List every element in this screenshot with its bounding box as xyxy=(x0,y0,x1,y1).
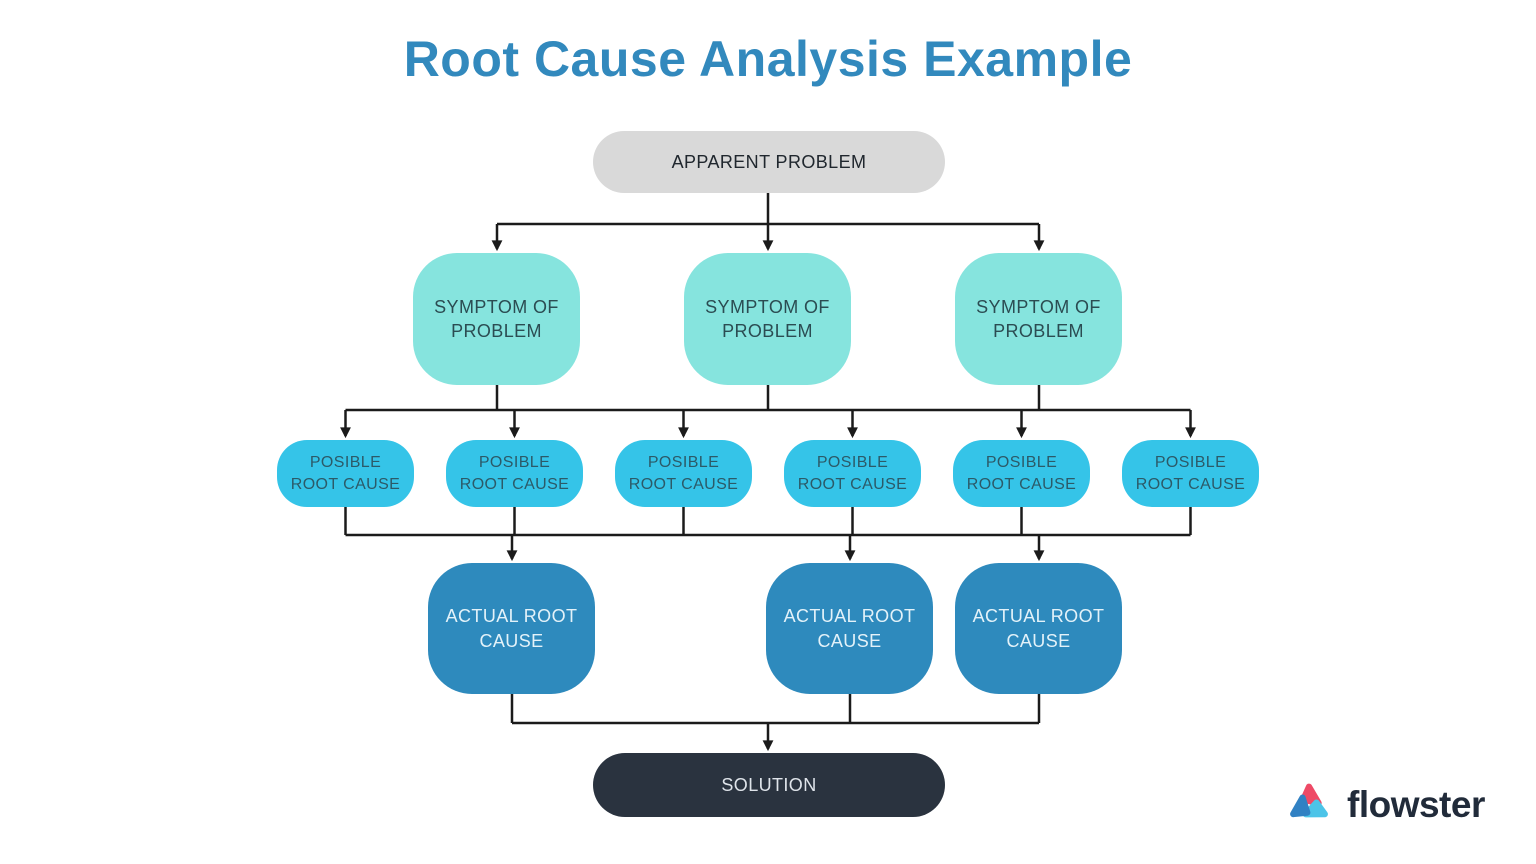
flowster-logo-text: flowster xyxy=(1347,783,1485,825)
flowster-logo: flowster xyxy=(1285,780,1485,828)
node-actual-cause-2: ACTUAL ROOT CAUSE xyxy=(766,563,933,694)
node-actual-cause-1: ACTUAL ROOT CAUSE xyxy=(428,563,595,694)
node-possible-cause-6: POSIBLE ROOT CAUSE xyxy=(1122,440,1259,507)
node-label: SYMPTOM OF PROBLEM xyxy=(434,296,559,341)
node-symptom-3: SYMPTOM OF PROBLEM xyxy=(955,253,1122,385)
node-solution: SOLUTION xyxy=(593,753,945,817)
node-possible-cause-5: POSIBLE ROOT CAUSE xyxy=(953,440,1090,507)
node-label: POSIBLE ROOT CAUSE xyxy=(290,453,401,493)
node-symptom-2: SYMPTOM OF PROBLEM xyxy=(684,253,851,385)
node-possible-cause-3: POSIBLE ROOT CAUSE xyxy=(615,440,752,507)
node-label: POSIBLE ROOT CAUSE xyxy=(797,453,908,493)
node-possible-cause-2: POSIBLE ROOT CAUSE xyxy=(446,440,583,507)
node-label: APPARENT PROBLEM xyxy=(671,151,867,172)
node-label: ACTUAL ROOT CAUSE xyxy=(445,606,578,651)
node-label: POSIBLE ROOT CAUSE xyxy=(628,453,739,493)
connector-group xyxy=(340,193,1196,752)
flowster-logo-icon xyxy=(1290,783,1328,818)
page-title: Root Cause Analysis Example xyxy=(403,31,1133,87)
node-possible-cause-4: POSIBLE ROOT CAUSE xyxy=(784,440,921,507)
node-label: POSIBLE ROOT CAUSE xyxy=(459,453,570,493)
node-label: POSIBLE ROOT CAUSE xyxy=(1135,453,1246,493)
node-label: SYMPTOM OF PROBLEM xyxy=(705,296,830,341)
node-label: SYMPTOM OF PROBLEM xyxy=(976,296,1101,341)
node-label: SOLUTION xyxy=(721,774,817,795)
node-apparent-problem: APPARENT PROBLEM xyxy=(593,131,945,193)
node-label: ACTUAL ROOT CAUSE xyxy=(783,606,916,651)
node-actual-cause-3: ACTUAL ROOT CAUSE xyxy=(955,563,1122,694)
node-symptom-1: SYMPTOM OF PROBLEM xyxy=(413,253,580,385)
node-label: POSIBLE ROOT CAUSE xyxy=(966,453,1077,493)
node-possible-cause-1: POSIBLE ROOT CAUSE xyxy=(277,440,414,507)
node-label: ACTUAL ROOT CAUSE xyxy=(972,606,1105,651)
